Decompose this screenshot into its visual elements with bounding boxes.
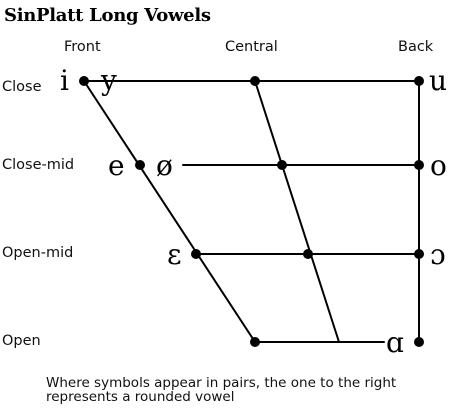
- vowel-point-close-central: [250, 76, 260, 86]
- vowel-symbol-u: u: [429, 64, 447, 97]
- vowel-point-close-mid-central: [277, 160, 287, 170]
- row-label-open-mid: Open-mid: [2, 245, 74, 261]
- vowel-symbol-o: o: [430, 149, 447, 182]
- vowel-symbol-e: e: [108, 149, 125, 182]
- vowel-symbol-script-a: ɑ: [386, 326, 404, 359]
- vowel-symbol-i: i: [60, 64, 69, 97]
- vowel-point-open-back: [414, 337, 424, 347]
- vowel-point-close-front: [79, 76, 89, 86]
- vowel-symbol-y: y: [100, 64, 117, 97]
- vowel-point-open-mid-back: [414, 249, 424, 259]
- row-label-close: Close: [2, 79, 42, 95]
- vowel-point-open-mid-central: [303, 249, 313, 259]
- vowel-point-open-front: [250, 337, 260, 347]
- row-label-open: Open: [2, 333, 41, 349]
- column-label-central: Central: [225, 39, 278, 55]
- vowel-point-close-back: [414, 76, 424, 86]
- vowel-point-close-mid-back: [414, 160, 424, 170]
- chart-title: SinPlatt Long Vowels: [4, 5, 211, 26]
- row-label-close-mid: Close-mid: [2, 157, 75, 173]
- trapezoid-front-edge: [83, 80, 256, 343]
- vowel-point-close-mid-front: [135, 160, 145, 170]
- central-line: [254, 80, 340, 343]
- vowel-symbol-o-slash: ø: [156, 149, 173, 182]
- column-label-front: Front: [64, 39, 101, 55]
- vowel-symbol-epsilon: ɛ: [167, 238, 182, 271]
- footnote: Where symbols appear in pairs, the one t…: [46, 375, 397, 405]
- column-label-back: Back: [398, 39, 434, 55]
- vowel-point-open-mid-front: [191, 249, 201, 259]
- vowel-symbol-open-o: ɔ: [430, 238, 446, 271]
